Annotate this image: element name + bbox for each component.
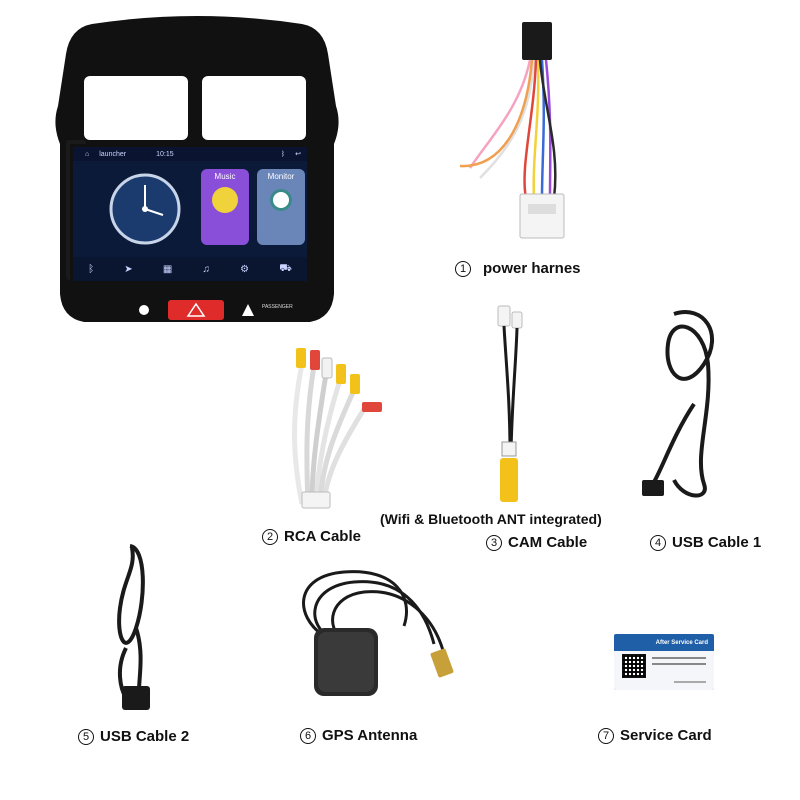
back-icon: ↩ xyxy=(295,151,301,158)
item-5-caption: 5 USB Cable 2 xyxy=(78,728,189,745)
cam-cable-image xyxy=(497,305,523,502)
home-icon: ⌂ xyxy=(85,150,90,158)
bluetooth-icon: ᛒ xyxy=(280,150,286,158)
item-1-caption: 1 power harnes xyxy=(455,260,581,277)
item-6-caption: 6 GPS Antenna xyxy=(300,727,417,744)
card-text-line-1 xyxy=(652,657,706,659)
power-harness-image xyxy=(459,22,565,239)
car-icon[interactable]: ⛟ xyxy=(279,262,292,274)
rca-cable-image xyxy=(292,348,382,509)
app-dock: ᛒ ➤ ▦ ♫ ⚙ ⛟ xyxy=(73,257,307,281)
cam-cable-note: (Wifi & Bluetooth ANT integrated) xyxy=(380,511,602,527)
usb-cable-2-image xyxy=(117,544,150,710)
item-4-number: 4 xyxy=(650,534,666,551)
item-6-number: 6 xyxy=(300,727,316,744)
item-3-label: CAM Cable xyxy=(508,534,588,551)
monitor-tile-label: Monitor xyxy=(267,172,295,181)
settings-icon[interactable]: ⚙ xyxy=(240,263,250,275)
status-time: 10:15 xyxy=(156,150,174,158)
passenger-label: PASSENGER xyxy=(262,304,293,310)
monitor-icon xyxy=(270,189,292,211)
item-3-number: 3 xyxy=(486,534,502,551)
item-5-label: USB Cable 2 xyxy=(100,728,190,745)
item-6-label: GPS Antenna xyxy=(322,727,418,744)
item-1-number: 1 xyxy=(455,260,471,277)
bluetooth-app-icon[interactable]: ᛒ xyxy=(88,263,95,275)
navigation-icon[interactable]: ➤ xyxy=(124,263,133,275)
service-card-title: After Service Card xyxy=(655,640,708,646)
item-7-caption: 7 Service Card xyxy=(598,727,712,744)
item-2-label: RCA Cable xyxy=(284,528,361,545)
item-4-caption: 4 USB Cable 1 xyxy=(650,534,761,551)
launcher-label: launcher xyxy=(99,150,127,158)
item-7-number: 7 xyxy=(598,727,614,744)
item-2-number: 2 xyxy=(262,528,278,545)
gps-antenna-image xyxy=(302,570,454,696)
item-2-caption: 2 RCA Cable xyxy=(262,528,361,545)
card-text-line-2 xyxy=(652,663,706,665)
service-card-body xyxy=(614,651,714,690)
item-4-label: USB Cable 1 xyxy=(672,534,762,551)
service-card-image: After Service Card xyxy=(614,634,714,690)
item-1-label: power harnes xyxy=(483,260,581,277)
item-7-label: Service Card xyxy=(620,727,712,744)
music-note-icon[interactable]: ♫ xyxy=(202,263,210,275)
apps-grid-icon[interactable]: ▦ xyxy=(162,263,173,275)
card-text-line-3 xyxy=(674,681,706,683)
clock-widget xyxy=(109,173,181,245)
item-3-caption: 3 CAM Cable xyxy=(486,534,587,551)
music-disc-icon xyxy=(212,187,238,213)
music-tile-label: Music xyxy=(214,172,236,181)
usb-cable-1-image xyxy=(642,310,715,498)
status-bar: ⌂ launcher 10:15 ᛒ ↩ xyxy=(73,147,307,161)
qr-code xyxy=(622,654,646,678)
music-tile[interactable]: Music xyxy=(201,169,249,245)
head-unit-screen: ⌂ launcher 10:15 ᛒ ↩ Music Monitor ᛒ ➤ ▦… xyxy=(70,144,310,284)
monitor-tile[interactable]: Monitor xyxy=(257,169,305,245)
item-5-number: 5 xyxy=(78,728,94,745)
